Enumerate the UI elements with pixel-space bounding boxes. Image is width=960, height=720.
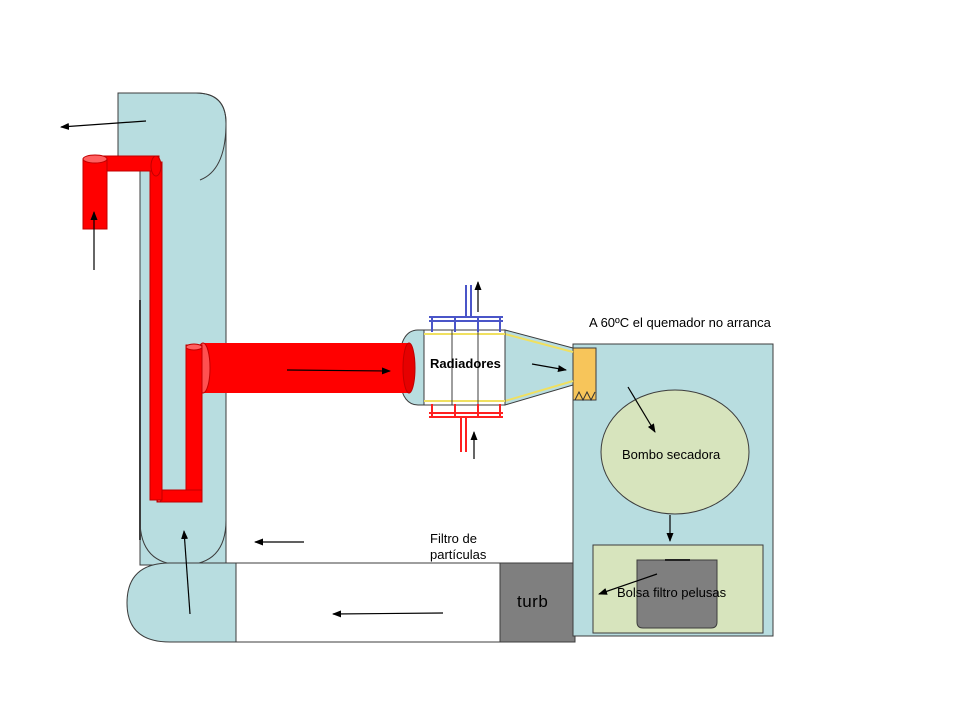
arrow-pipe-flow — [286, 367, 391, 375]
dryer-drum — [600, 389, 750, 515]
arrow-into-drum — [627, 386, 656, 433]
lint-filter-housing — [592, 544, 764, 634]
blue-water-manifold — [429, 285, 503, 332]
red-water-manifold — [429, 404, 503, 452]
particle-filter-label: Filtro de partículas — [430, 531, 487, 562]
burner-note-label: A 60ºC el quemador no arranca — [589, 315, 771, 330]
arrow-to-fan — [598, 573, 658, 595]
red-exhaust-pipe — [82, 154, 416, 503]
arrow-white-duct-left — [332, 610, 444, 618]
burner — [572, 347, 597, 402]
radiator-assembly — [398, 329, 574, 406]
radiators-label: Radiadores — [430, 356, 501, 371]
bottom-white-duct — [235, 562, 501, 643]
fan-box — [499, 562, 581, 643]
arrow-into-burner — [531, 363, 567, 373]
arrow-exhaust-out — [60, 120, 147, 130]
fan-label: turb — [517, 592, 549, 611]
arrow-chimney-up — [181, 530, 191, 615]
dryer-drum-label: Bombo secadora — [622, 447, 721, 462]
lint-filter-bag-label: Bolsa filtro pelusas — [617, 585, 727, 600]
bottom-duct-elbow — [126, 562, 237, 643]
flow-arrows — [60, 120, 674, 618]
